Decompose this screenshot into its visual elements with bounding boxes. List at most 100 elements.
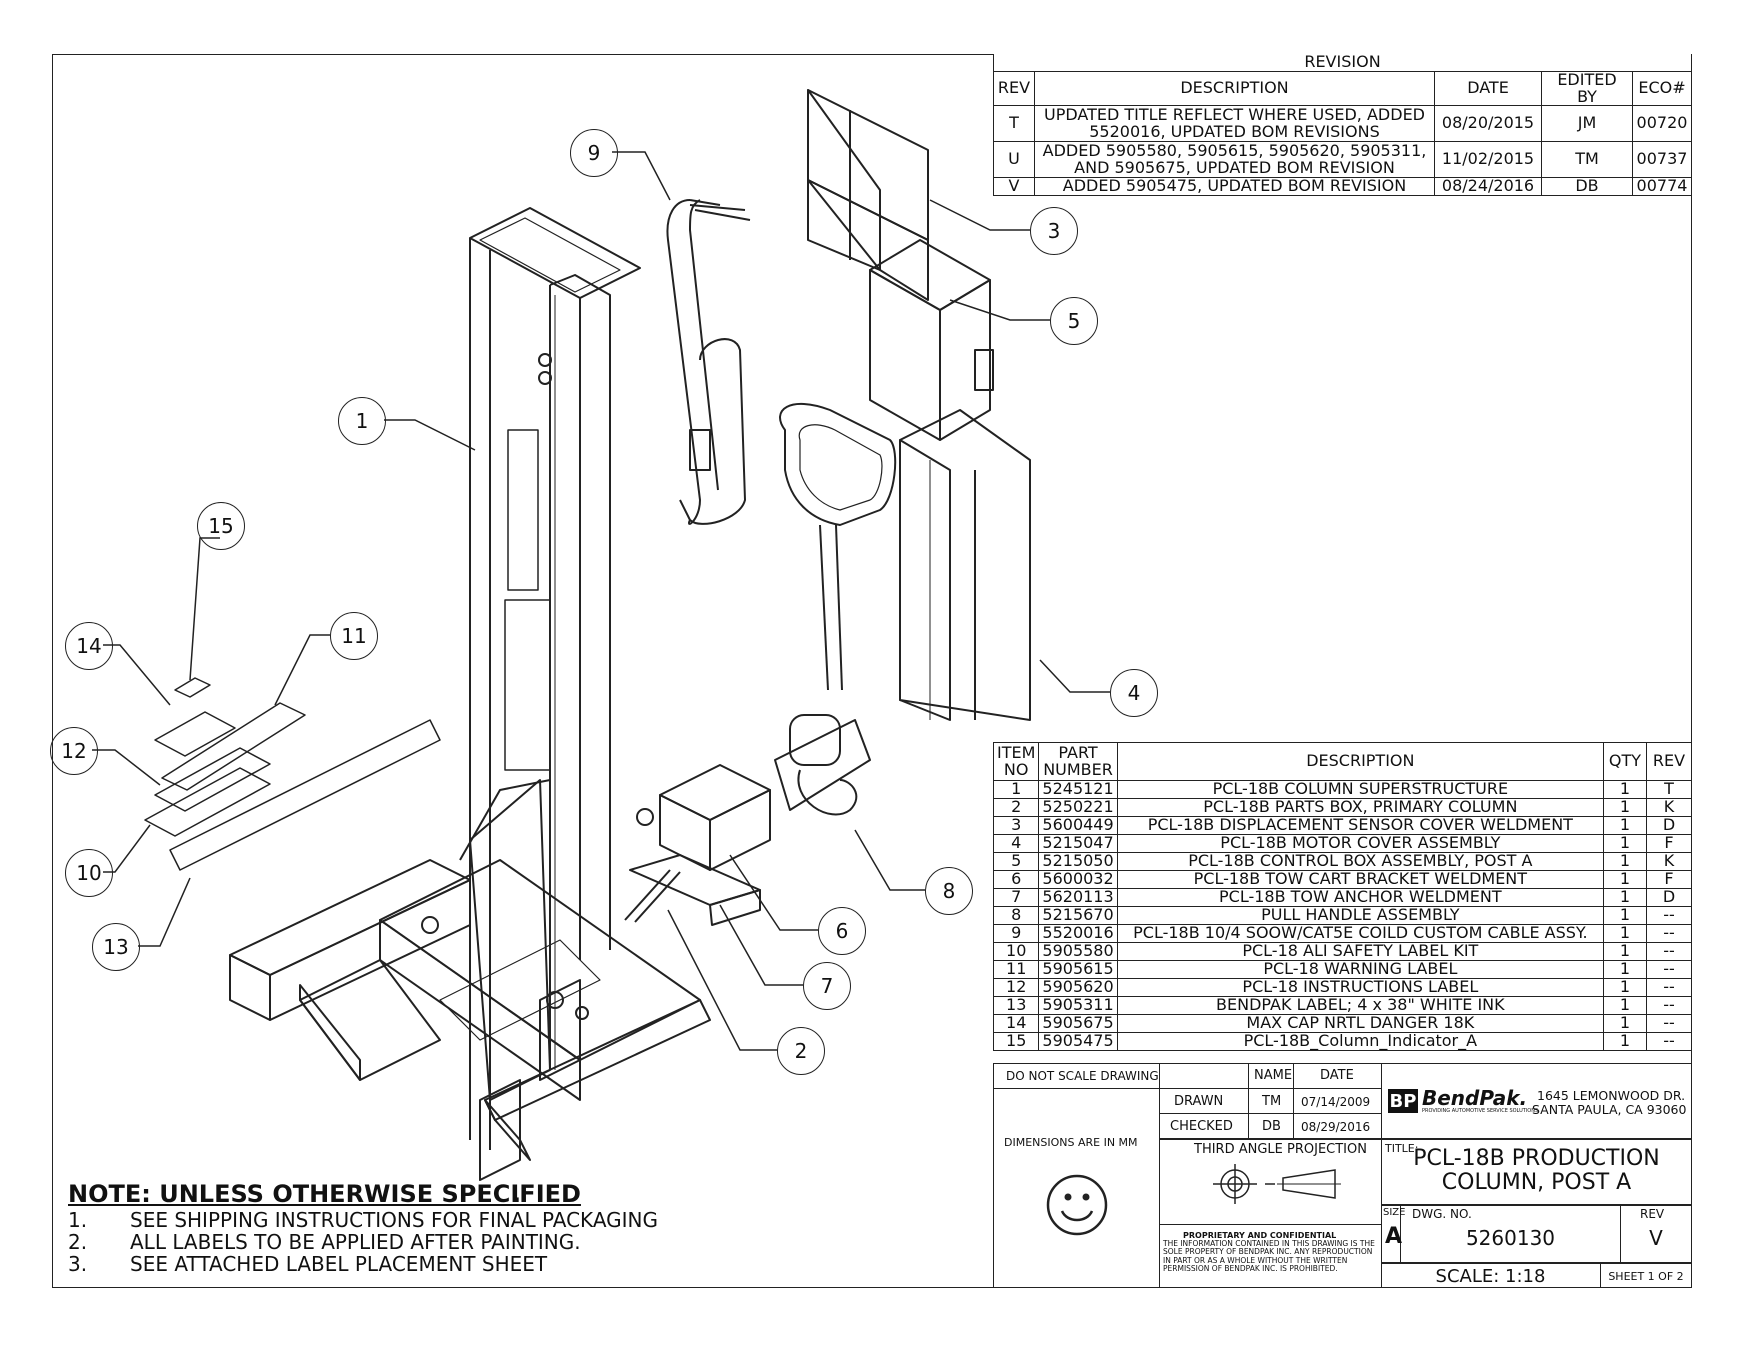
bom-part-number: 5215047 [1038, 834, 1118, 853]
bom-item-no: 8 [992, 906, 1040, 925]
bom-description: PCL-18B COLUMN SUPERSTRUCTURE [1116, 780, 1605, 799]
item-no-header: ITEM NO [992, 742, 1040, 781]
address-line-1: 1645 LEMONWOOD DR. [1537, 1088, 1686, 1103]
bom-qty: 1 [1603, 960, 1647, 979]
bom-qty: 1 [1603, 978, 1647, 997]
proprietary-title: PROPRIETARY AND CONFIDENTIAL [1183, 1231, 1337, 1240]
bom-qty: 1 [1603, 816, 1647, 835]
drawn-date: 07/14/2009 [1301, 1095, 1371, 1109]
rev-header: REV [993, 70, 1035, 107]
balloon-12: 12 [50, 727, 98, 775]
checked-date: 08/29/2016 [1301, 1120, 1371, 1134]
dwg-no-label: DWG. NO. [1412, 1207, 1472, 1221]
bom-qty: 1 [1603, 852, 1647, 871]
dimensions-note: DIMENSIONS ARE IN MM [1004, 1136, 1138, 1149]
bom-rev: -- [1646, 978, 1692, 997]
bom-part-number: 5600449 [1038, 816, 1118, 835]
third-angle-projection-symbol [1213, 1164, 1341, 1204]
bom-part-number: 5905615 [1038, 960, 1118, 979]
bom-description: BENDPAK LABEL; 4 x 38" WHITE INK [1116, 996, 1605, 1015]
balloon-6: 6 [818, 907, 866, 955]
bom-part-number: 5905620 [1038, 978, 1118, 997]
bom-rev: K [1646, 798, 1692, 817]
bom-part-number: 5905580 [1038, 942, 1118, 961]
bom-description-header: DESCRIPTION [1116, 742, 1605, 781]
notes-title-period: . [512, 1180, 522, 1208]
bom-rev-header: REV [1646, 742, 1692, 781]
title-label: TITLE: [1385, 1142, 1419, 1155]
note-3-number: 3. [68, 1252, 88, 1276]
projection-label: THIRD ANGLE PROJECTION [1194, 1142, 1367, 1157]
bom-description: PCL-18B PARTS BOX, PRIMARY COLUMN [1116, 798, 1605, 817]
bom-item-no: 11 [992, 960, 1040, 979]
bom-qty: 1 [1603, 834, 1647, 853]
bom-item-no: 2 [992, 798, 1040, 817]
bom-item-no: 3 [992, 816, 1040, 835]
do-not-scale-note: DO NOT SCALE DRAWING [1006, 1069, 1159, 1083]
bom-qty: 1 [1603, 870, 1647, 889]
bom-item-no: 6 [992, 870, 1040, 889]
bom-description: PCL-18 INSTRUCTIONS LABEL [1116, 978, 1605, 997]
sheet-value: SHEET 1 OF 2 [1608, 1270, 1684, 1283]
bom-item-no: 4 [992, 834, 1040, 853]
bom-part-number: 5215050 [1038, 852, 1118, 871]
bom-rev: K [1646, 852, 1692, 871]
address-line-2: SANTA PAULA, CA 93060 [1532, 1102, 1687, 1117]
balloon-8: 8 [925, 867, 973, 915]
bom-rev: F [1646, 870, 1692, 889]
balloon-10: 10 [65, 849, 113, 897]
revision-table: REVISION REV DESCRIPTION DATE EDITED BY … [993, 53, 1692, 197]
balloon-15: 15 [197, 502, 245, 550]
company-name: BendPak. [1422, 1086, 1528, 1110]
part-number-header: PART NUMBER [1038, 742, 1118, 781]
bom-rev: T [1646, 780, 1692, 799]
bom-rev: -- [1646, 906, 1692, 925]
bom-part-number: 5520016 [1038, 924, 1118, 943]
bom-item-no: 9 [992, 924, 1040, 943]
balloon-14: 14 [65, 622, 113, 670]
bendpak-logo-mark: BP [1388, 1089, 1418, 1113]
sensor-cover-part [807, 89, 929, 301]
pull-handle-part [774, 402, 897, 816]
note-2-number: 2. [68, 1230, 88, 1254]
drawing-border [52, 54, 1692, 1288]
bom-part-number: 5245121 [1038, 780, 1118, 799]
bom-item-no: 14 [992, 1014, 1040, 1033]
bom-qty: 1 [1603, 780, 1647, 799]
revision-title: REVISION [993, 53, 1692, 72]
bom-qty: 1 [1603, 942, 1647, 961]
bom-rev: -- [1646, 924, 1692, 943]
bom-rev: -- [1646, 1032, 1692, 1051]
rev-value-tb: V [1649, 1226, 1663, 1250]
balloon-11: 11 [330, 612, 378, 660]
dwg-no-value: 5260130 [1465, 1226, 1556, 1250]
bom-rev: D [1646, 888, 1692, 907]
bom-description: PCL-18B_Column_Indicator_A [1116, 1032, 1605, 1051]
bom-part-number: 5905311 [1038, 996, 1118, 1015]
bom-description: PCL-18B TOW ANCHOR WELDMENT [1116, 888, 1605, 907]
eco-header: ECO# [1632, 70, 1692, 107]
bom-item-no: 15 [992, 1032, 1040, 1051]
rev-label-tb: REV [1640, 1207, 1665, 1221]
note-3-text: SEE ATTACHED LABEL PLACEMENT SHEET [130, 1252, 548, 1276]
bom-rev: -- [1646, 960, 1692, 979]
revision-row: V ADDED 5905475, UPDATED BOM REVISION 08… [993, 177, 1692, 197]
smiley-icon [1046, 1174, 1108, 1236]
motor-cover-part [899, 409, 1031, 721]
note-1-number: 1. [68, 1208, 88, 1232]
bom-part-number: 5905475 [1038, 1032, 1118, 1051]
bom-description: PCL-18B CONTROL BOX ASSEMBLY, POST A [1116, 852, 1605, 871]
bom-item-no: 13 [992, 996, 1040, 1015]
bom-qty: 1 [1603, 996, 1647, 1015]
drawn-name: TM [1262, 1094, 1282, 1109]
bom-description: PCL-18 WARNING LABEL [1116, 960, 1605, 979]
